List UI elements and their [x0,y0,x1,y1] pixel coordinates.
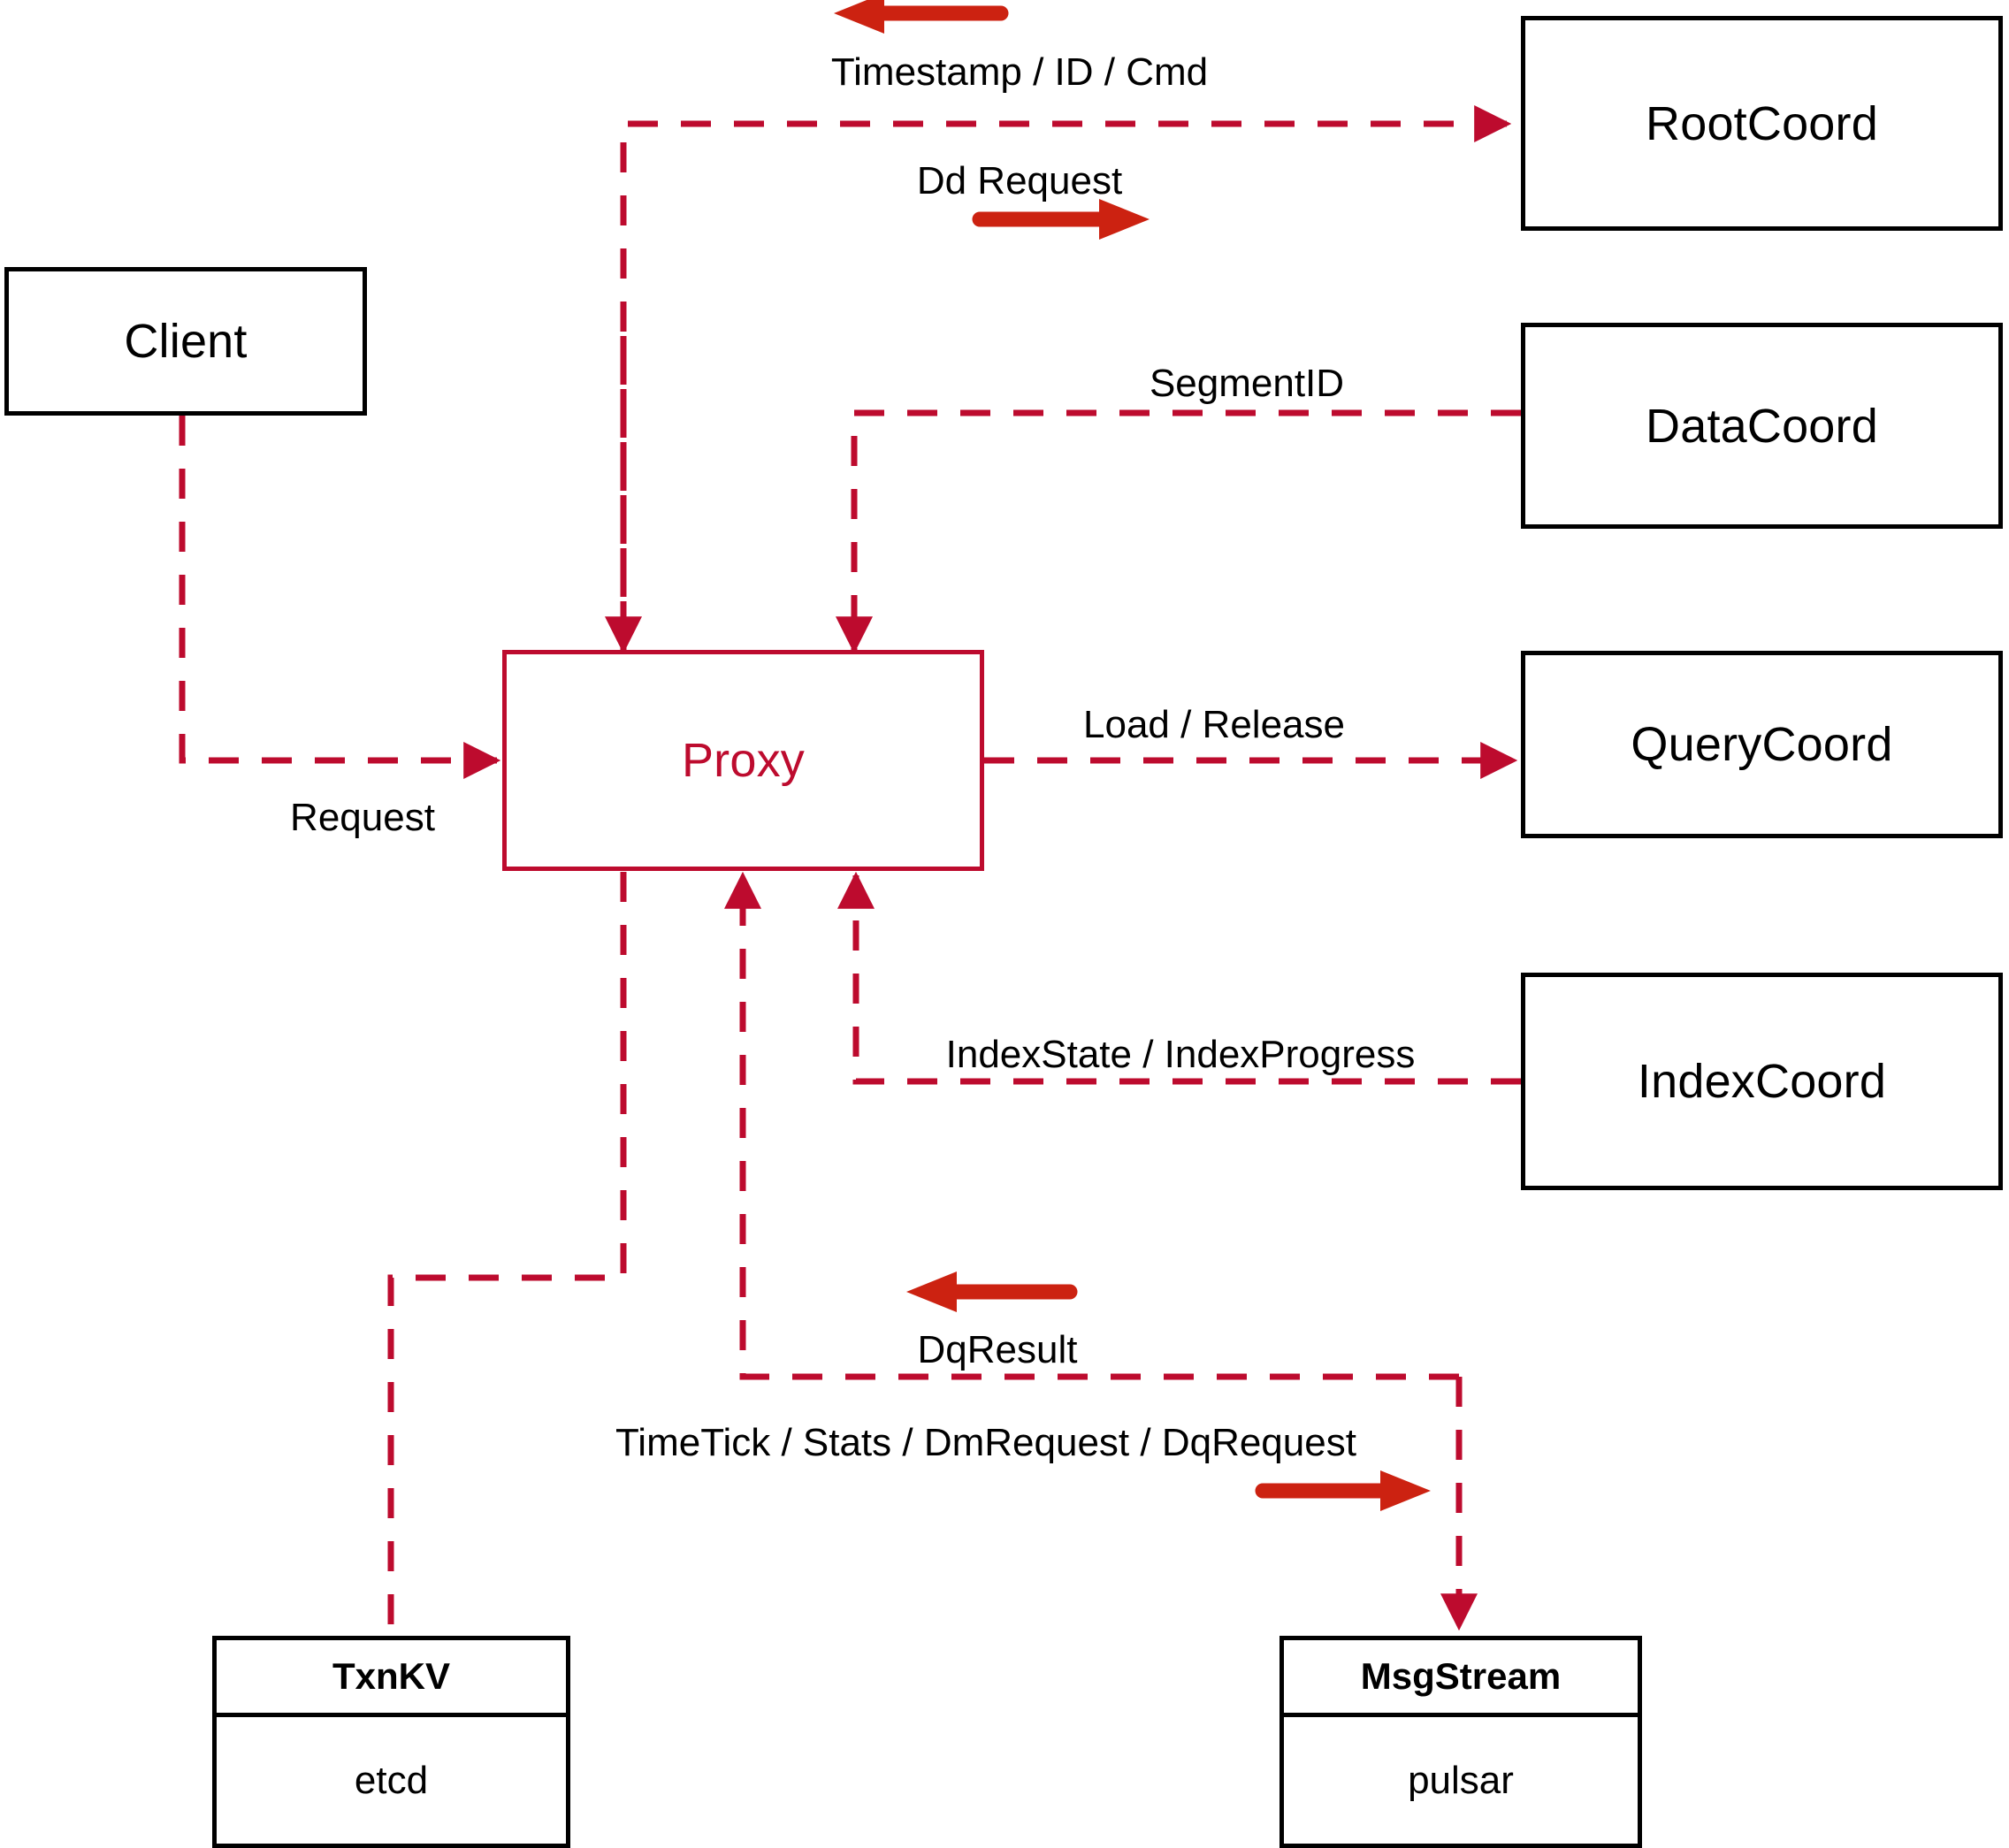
node-txnkv-title: TxnKV [332,1655,450,1697]
edge-label-index-state-progress: IndexState / IndexProgress [945,1033,1416,1076]
node-msgstream[interactable]: MsgStream pulsar [1279,1636,1642,1848]
node-client[interactable]: Client [4,267,367,416]
edge-proxy-txnkv [387,872,627,1640]
node-proxy[interactable]: Proxy [502,650,984,871]
node-msgstream-header: MsgStream [1284,1640,1638,1717]
node-txnkv[interactable]: TxnKV etcd [212,1636,570,1848]
edge-label-load-release: Load / Release [1083,703,1345,746]
node-datacoord-label: DataCoord [1646,399,1878,453]
edge-label-dd-request: Dd Request [916,159,1123,202]
node-client-label: Client [124,315,248,368]
edge-label-segment-id: SegmentID [1149,362,1345,405]
node-querycoord-label: QueryCoord [1631,718,1893,771]
node-rootcoord[interactable]: RootCoord [1521,16,2003,231]
node-msgstream-body: pulsar [1284,1717,1638,1844]
edge-client-proxy [179,416,501,779]
edge-label-time-tick-stats: TimeTick / Stats / DmRequest / DqRequest [615,1421,1356,1464]
edge-datacoord-proxy [836,409,1521,654]
emphasis-arrow-timestamp-left [834,0,1009,34]
node-proxy-label: Proxy [681,734,806,787]
node-txnkv-impl: etcd [354,1758,429,1802]
edge-indexcoord-proxy [837,871,1521,1085]
edge-msgstream-proxy [724,871,1478,1631]
emphasis-arrow-dd-request-right [972,199,1150,240]
emphasis-arrow-timetick-right [1255,1470,1431,1511]
node-msgstream-title: MsgStream [1360,1655,1562,1697]
node-msgstream-impl: pulsar [1408,1758,1514,1802]
node-datacoord[interactable]: DataCoord [1521,323,2003,529]
node-indexcoord[interactable]: IndexCoord [1521,973,2003,1190]
edge-label-dq-result: DqResult [917,1328,1078,1371]
node-querycoord[interactable]: QueryCoord [1521,651,2003,838]
node-indexcoord-label: IndexCoord [1637,1055,1887,1108]
node-txnkv-header: TxnKV [217,1640,566,1717]
node-rootcoord-label: RootCoord [1646,96,1878,150]
edge-label-timestamp-id-cmd: Timestamp / ID / Cmd [830,50,1209,94]
emphasis-arrow-dqresult-left [906,1271,1078,1312]
edge-label-request: Request [290,796,435,839]
node-txnkv-body: etcd [217,1717,566,1844]
edge-proxy-rootcoord [605,105,1512,654]
